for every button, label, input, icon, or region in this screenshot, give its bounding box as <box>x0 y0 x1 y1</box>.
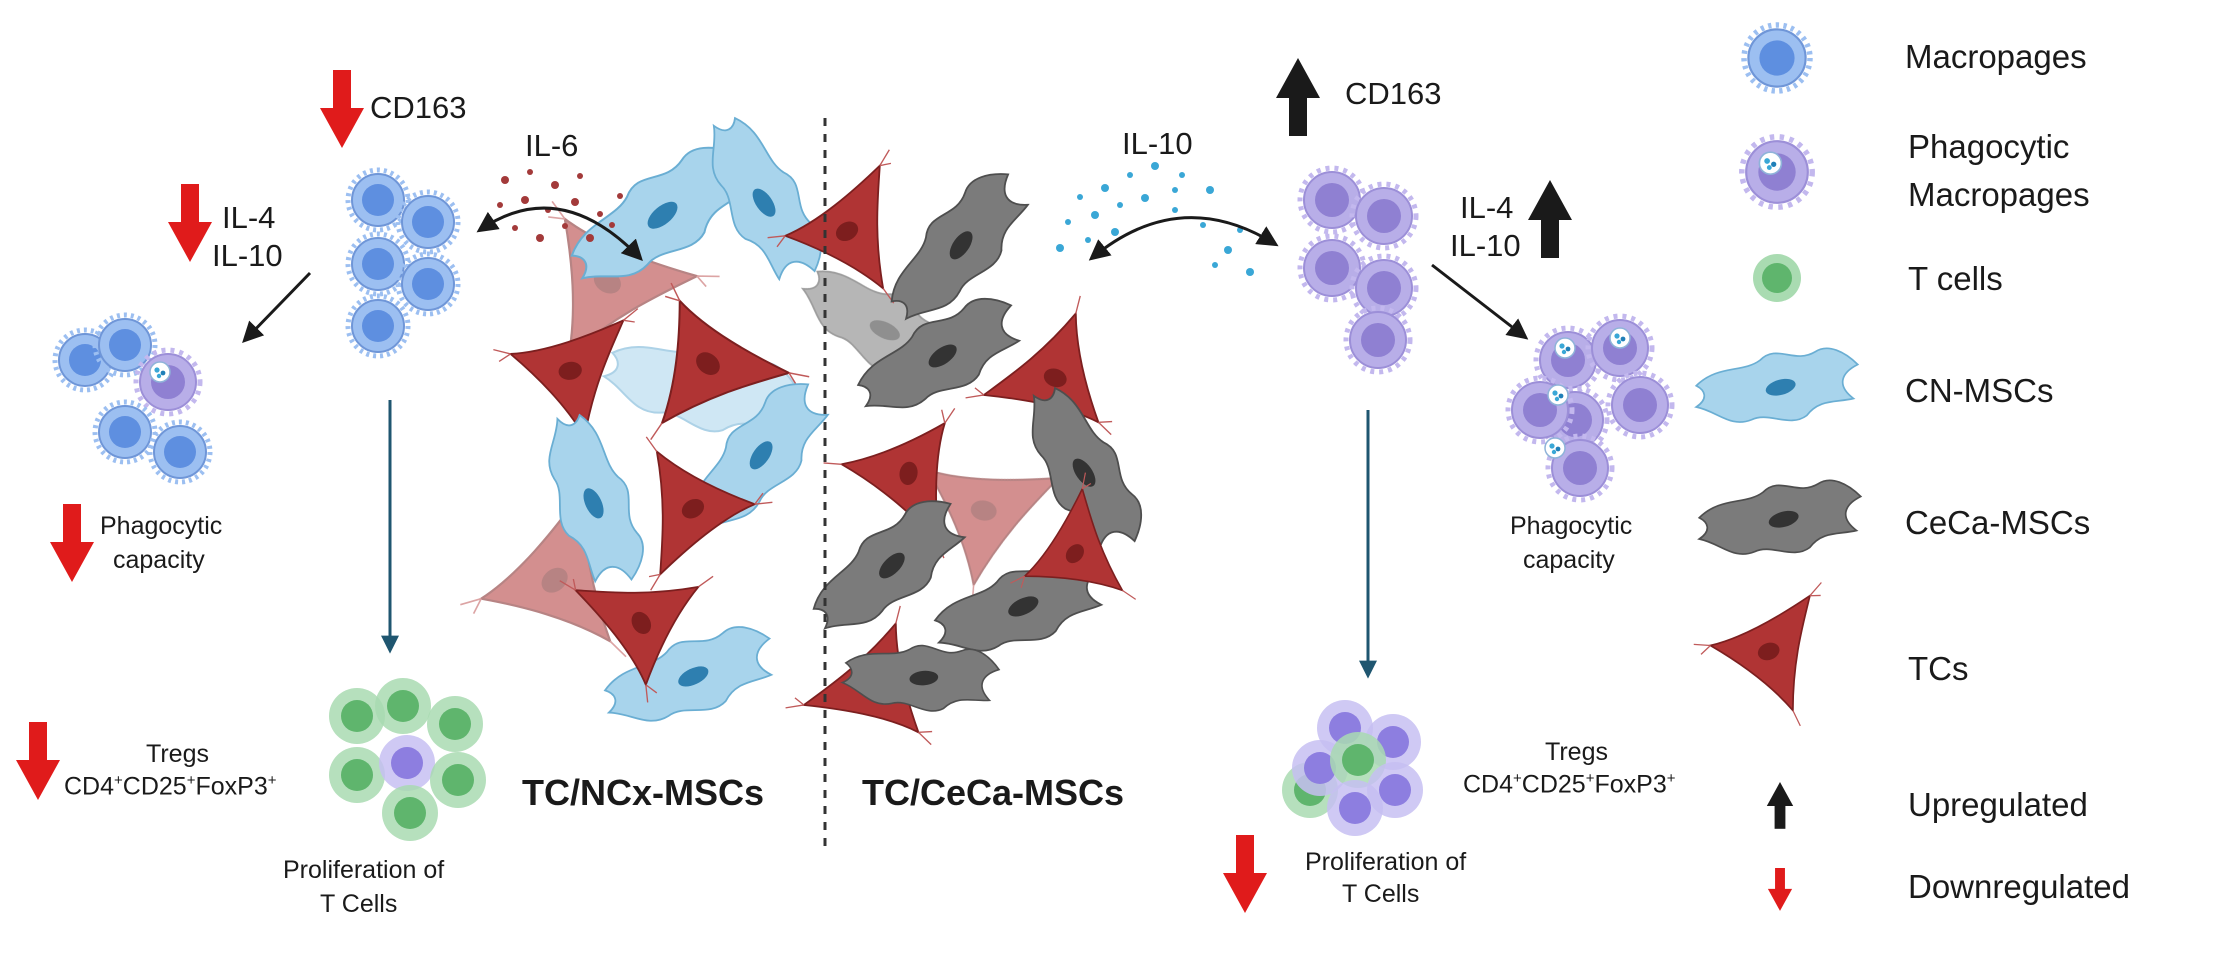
up-arrow-icon <box>1766 782 1794 829</box>
down-arrow-icon <box>16 722 60 800</box>
right-tregs-label: Tregs <box>1545 738 1608 766</box>
left-prolif-line1: Proliferation of <box>283 856 445 884</box>
left-il10-label: IL-10 <box>212 238 283 273</box>
left-prolif-line2: T Cells <box>320 890 398 918</box>
cell-mass <box>447 103 1179 760</box>
t-cell-cluster-right <box>1282 700 1423 836</box>
t-cell-cluster-left <box>329 678 486 841</box>
left-treg-markers: CD4+CD25+FoxP3+ <box>64 772 277 801</box>
right-cd163-label: CD163 <box>1345 76 1442 111</box>
down-arrow-icon <box>168 184 212 262</box>
cn-msc-icon <box>1695 347 1859 423</box>
legend-upregulated: Upregulated <box>1908 786 2088 823</box>
t-cell-icon <box>1753 254 1801 302</box>
up-arrow-icon <box>1276 58 1320 136</box>
legend-phagocytic-line2: Macropages <box>1908 176 2090 213</box>
right-il4-label: IL-4 <box>1460 190 1514 225</box>
right-prolif-line2: T Cells <box>1342 880 1420 908</box>
right-phagocytic-line1: Phagocytic <box>1510 512 1633 540</box>
il10-cytokine-dots <box>1056 162 1254 276</box>
ceca-msc-icon <box>1698 479 1862 555</box>
legend-phagocytic-line1: Phagocytic <box>1908 128 2070 165</box>
arrow-to-phagocytic-right <box>1431 263 1529 340</box>
right-prolif-line1: Proliferation of <box>1305 848 1467 876</box>
phagocytic-macrophage-icon <box>1742 137 1812 207</box>
legend-cn-mscs: CN-MSCs <box>1905 372 2054 409</box>
legend-downregulated: Downregulated <box>1908 868 2130 905</box>
down-arrow-icon <box>1767 868 1793 911</box>
right-il10-label: IL-10 <box>1450 228 1521 263</box>
legend-tcs: TCs <box>1908 650 1969 687</box>
left-group-title: TC/NCx-MSCs <box>522 772 765 813</box>
phagocytic-macrophage-cluster-right <box>1300 168 1416 372</box>
right-phagocytic-line2: capacity <box>1523 546 1615 574</box>
phagocytosis-cluster-right <box>1508 316 1672 500</box>
left-tregs-label: Tregs <box>146 740 209 768</box>
right-group-title: TC/CeCa-MSCs <box>862 772 1125 813</box>
right-il10-top-label: IL-10 <box>1122 126 1193 161</box>
tc-icon <box>1687 581 1866 752</box>
il10-curved-arrow <box>1088 216 1279 261</box>
arrow-to-phagocytic-left <box>242 271 312 344</box>
left-cd163-label: CD163 <box>370 90 467 125</box>
macrophage-cluster-left <box>348 170 458 356</box>
il6-curved-arrow <box>476 206 643 262</box>
right-treg-markers: CD4+CD25+FoxP3+ <box>1463 770 1676 799</box>
down-arrow-icon <box>1223 835 1267 913</box>
legend-macrophages: Macropages <box>1905 38 2087 75</box>
left-il6-label: IL-6 <box>525 128 579 163</box>
legend-t-cells: T cells <box>1908 260 2003 297</box>
left-phagocytic-line2: capacity <box>113 546 205 574</box>
phagocytosis-cluster-left <box>55 315 210 482</box>
down-arrow-icon <box>320 70 364 148</box>
macrophage-icon <box>1744 25 1810 91</box>
up-arrow-icon <box>1528 180 1572 258</box>
legend-ceca-mscs: CeCa-MSCs <box>1905 504 2091 541</box>
left-phagocytic-line1: Phagocytic <box>100 512 223 540</box>
down-arrow-icon <box>50 504 94 582</box>
left-il4-label: IL-4 <box>222 200 276 235</box>
